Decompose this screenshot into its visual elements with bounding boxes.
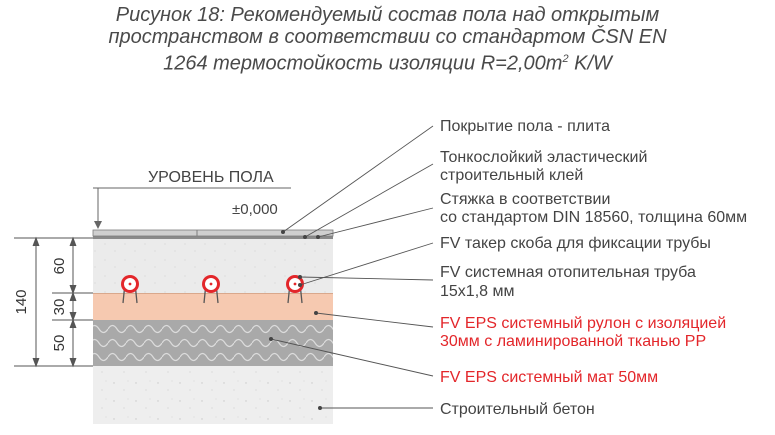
label-adhesive-line-2: строительный клей [440,167,583,184]
concrete-layer [93,366,333,424]
dimension-lines [14,236,93,368]
dim-screed: 60 [51,258,68,275]
eps-roll-layer [93,293,333,320]
label-screed-line-2: со стандартом DIN 18560, толщина 60мм [440,209,747,226]
layer-labels: Покрытие пола - плита Тонкослойкий эласт… [440,118,747,418]
leader-lines [270,125,434,409]
dim-total: 140 [13,289,30,314]
figure-title: Рисунок 18: Рекомендуемый состав пола на… [0,4,775,75]
floor-level-marker: УРОВЕНЬ ПОЛА ±0,000 [93,169,291,229]
label-screed-line-1: Стяжка в соответствии [440,191,610,208]
dim-eps-mat: 50 [51,335,68,352]
label-floor-tile: Покрытие пола - плита [440,118,610,135]
title-line-1: Рисунок 18: Рекомендуемый состав пола на… [115,4,660,26]
floor-level-value: ±0,000 [232,201,278,218]
floor-level-label: УРОВЕНЬ ПОЛА [148,169,274,186]
eps-mat-layer [93,320,333,366]
leader-dots [269,230,322,410]
label-pipe-line-2: 15x1,8 мм [440,283,514,300]
title-line-2: пространством в соответствии со стандарт… [108,26,667,48]
label-adhesive-line-1: Тонкослойкий эластический [440,149,647,166]
heating-pipes [121,275,304,293]
label-eps-mat: FV EPS системный мат 50мм [440,369,658,386]
dim-eps-roll: 30 [51,299,68,316]
heating-pipe [121,275,139,293]
label-eps-roll-line-1: FV EPS системный рулон с изоляцией [440,315,726,332]
floor-tile-layer [92,229,334,237]
title-line-3: 1264 термостойкость изоляции R=2,00m2 K/… [163,52,612,75]
label-eps-roll-line-2: 30мм с ламинированной тканью PP [440,333,706,350]
label-staple: FV такер скоба для фиксации трубы [440,235,711,252]
layer-stack [92,229,334,424]
label-pipe-line-1: FV системная отопительная труба [440,264,696,281]
heating-pipe [202,275,220,293]
adhesive-layer [93,236,333,239]
heating-pipe [286,275,304,293]
label-concrete: Строительный бетон [440,401,595,418]
